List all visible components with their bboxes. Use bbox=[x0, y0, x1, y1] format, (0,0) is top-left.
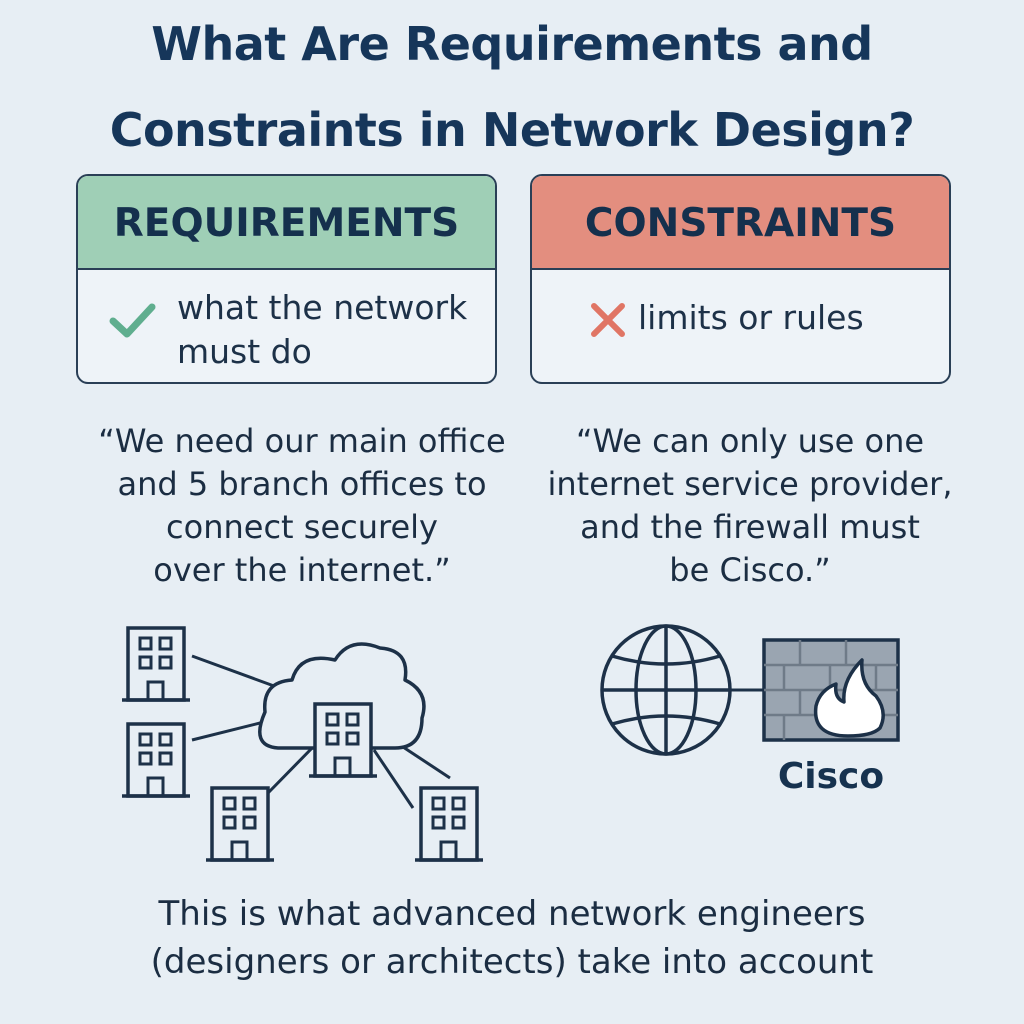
constraints-quote-line: and the firewall must bbox=[580, 508, 920, 546]
constraints-heading: CONSTRAINTS bbox=[532, 176, 949, 270]
requirements-description-line-2: must do bbox=[177, 332, 312, 371]
constraints-description: limits or rules bbox=[638, 298, 864, 337]
cloud-icon bbox=[258, 642, 426, 750]
constraints-card: CONSTRAINTS limits or rules bbox=[530, 174, 951, 384]
footer-line-1: This is what advanced network engineers bbox=[158, 894, 866, 934]
firewall-icon bbox=[762, 638, 900, 742]
cross-icon bbox=[591, 303, 625, 337]
constraints-quote-line: “We can only use one bbox=[575, 422, 925, 460]
constraints-body: limits or rules bbox=[532, 270, 949, 382]
requirements-description-line-1: what the network bbox=[177, 288, 468, 327]
requirements-quote-line: over the internet.” bbox=[153, 551, 451, 589]
requirements-body: what the network must do bbox=[78, 270, 495, 382]
globe-icon bbox=[600, 624, 732, 756]
check-icon bbox=[109, 303, 156, 338]
connection-lines bbox=[191, 654, 451, 809]
footer-line-2: (designers or architects) take into acco… bbox=[150, 942, 874, 982]
footer-note: This is what advanced network engineers … bbox=[0, 890, 1024, 986]
constraints-quote: “We can only use one internet service pr… bbox=[520, 420, 980, 592]
branch-office-building-icon bbox=[204, 786, 276, 862]
requirements-quote-line: “We need our main office bbox=[98, 422, 506, 460]
branch-office-building-icon bbox=[120, 626, 192, 702]
requirements-heading: REQUIREMENTS bbox=[78, 176, 495, 270]
requirements-card: REQUIREMENTS what the network must do bbox=[76, 174, 497, 384]
requirements-quote-line: and 5 branch offices to bbox=[117, 465, 487, 503]
title-line-2: Constraints in Network Design? bbox=[109, 103, 915, 157]
main-office-building-icon bbox=[307, 702, 379, 778]
branch-office-building-icon bbox=[413, 786, 485, 862]
page-title: What Are Requirements and Constraints in… bbox=[0, 6, 1024, 178]
firewall-label: Cisco bbox=[777, 756, 885, 797]
flame-icon bbox=[813, 658, 885, 738]
requirements-quote: “We need our main office and 5 branch of… bbox=[72, 420, 532, 592]
title-line-1: What Are Requirements and bbox=[151, 17, 873, 71]
constraints-quote-line: internet service provider, bbox=[547, 465, 953, 503]
branch-office-building-icon bbox=[120, 722, 192, 798]
requirements-description: what the network must do bbox=[177, 286, 467, 374]
requirements-quote-line: connect securely bbox=[166, 508, 438, 546]
constraints-quote-line: be Cisco.” bbox=[669, 551, 831, 589]
